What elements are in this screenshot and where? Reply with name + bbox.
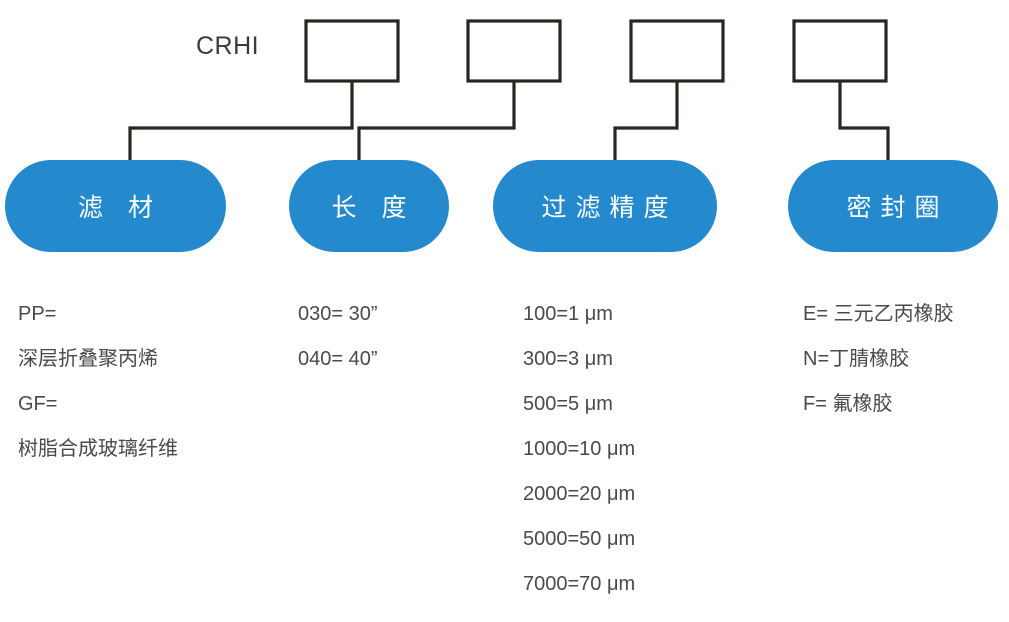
option-list-filter-material: PP= 深层折叠聚丙烯 GF= 树脂合成玻璃纤维: [18, 292, 178, 472]
connector-2: [357, 81, 516, 163]
list-item: 500=5 μm: [523, 393, 613, 415]
list-item: 2000=20 μm: [523, 483, 636, 505]
category-pill-sealing-ring[interactable]: 密封圈: [788, 160, 998, 252]
list-item: 树脂合成玻璃纤维: [18, 438, 178, 460]
list-item: 040= 40”: [298, 348, 378, 370]
list-item: 030= 30”: [298, 303, 378, 325]
option-list-length: 030= 30” 040= 40”: [298, 292, 378, 382]
option-list-sealing-ring: E= 三元乙丙橡胶 N=丁腈橡胶 F= 氟橡胶: [803, 292, 954, 427]
list-item: 1000=10 μm: [523, 438, 636, 460]
connector-1: [128, 81, 354, 163]
list-item: F= 氟橡胶: [803, 393, 893, 415]
list-item: 7000=70 μm: [523, 573, 636, 595]
list-item: GF=: [18, 393, 58, 415]
category-pill-filtration-accuracy[interactable]: 过滤精度: [493, 160, 717, 252]
connector-4: [838, 81, 890, 163]
option-list-filtration-accuracy: 100=1 μm 300=3 μm 500=5 μm 1000=10 μm 20…: [523, 292, 635, 607]
root-prefix-label: CRHI: [196, 32, 260, 60]
list-item: 300=3 μm: [523, 348, 613, 370]
list-item: 100=1 μm: [523, 303, 613, 325]
category-pill-length[interactable]: 长 度: [289, 160, 449, 252]
list-item: E= 三元乙丙橡胶: [803, 303, 954, 325]
code-box-1[interactable]: [304, 19, 400, 83]
list-item: PP=: [18, 303, 57, 325]
code-box-2[interactable]: [466, 19, 562, 83]
category-pill-filter-material[interactable]: 滤 材: [5, 160, 226, 252]
code-box-4[interactable]: [792, 19, 888, 83]
connector-3: [613, 81, 679, 163]
list-item: N=丁腈橡胶: [803, 348, 910, 370]
code-box-3[interactable]: [629, 19, 725, 83]
list-item: 5000=50 μm: [523, 528, 636, 550]
list-item: 深层折叠聚丙烯: [18, 348, 158, 370]
